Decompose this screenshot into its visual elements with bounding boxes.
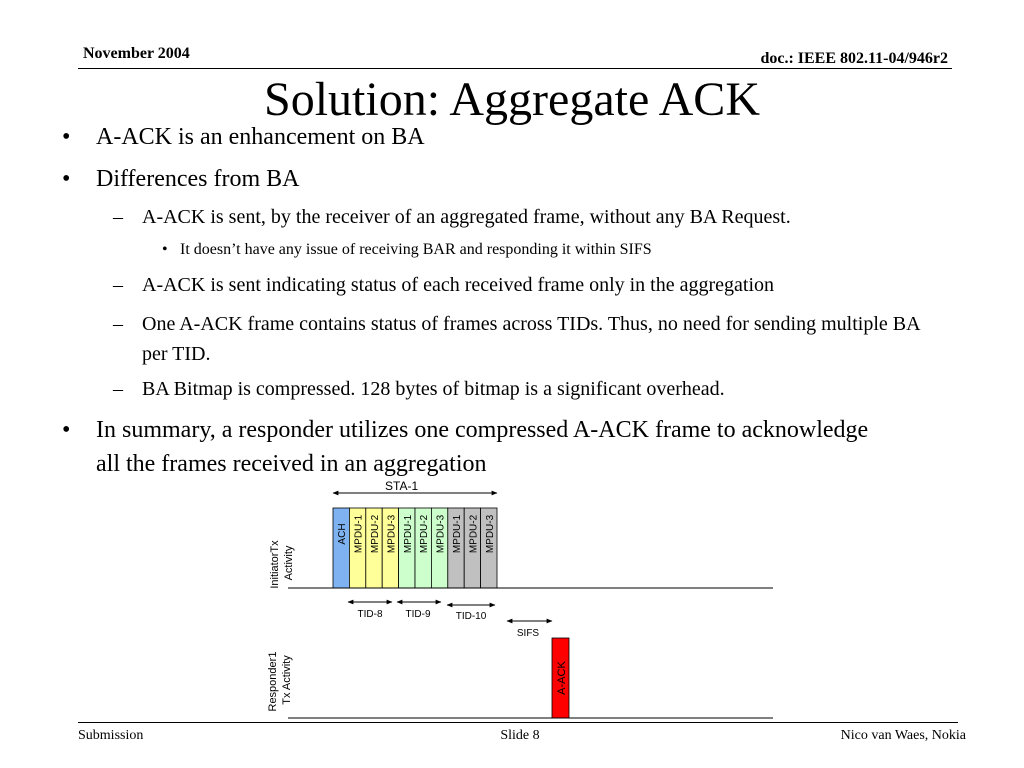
a-ack-label: A-ACK [556,661,568,695]
sub-bullet-marker: – [113,378,123,400]
tid-10-label: TID-10 [456,611,487,622]
sub-bullet-marker: – [113,206,123,228]
footer-author: Nico van Waes, Nokia [840,728,966,743]
sub-sub-bullet-text: It doesn’t have any issue of receiving B… [180,241,652,258]
footer-rule [78,722,958,723]
tid-9-label: TID-9 [406,609,431,620]
bullet-marker: • [62,166,71,192]
sta-label: STA-1 [385,479,418,493]
frame-label: MPDU-3 [386,514,397,553]
sifs-label: SIFS [517,628,540,639]
frame-label: MPDU-3 [436,514,447,553]
sub-bullet-text: A-ACK is sent, by the receiver of an agg… [142,206,791,228]
frame-label: MPDU-2 [370,514,381,553]
bullet-text: In summary, a responder utilizes one com… [96,417,869,477]
slide-title: Solution: Aggregate ACK [264,73,760,126]
tid-8-label: TID-8 [358,609,383,620]
bullet-text: Differences from BA [96,166,300,192]
bullet-marker: • [62,124,71,150]
header-doc-id: doc.: IEEE 802.11-04/946r2 [760,50,948,67]
frame-label: MPDU-2 [419,514,430,553]
frame-label: MPDU-3 [485,514,496,553]
sub-bullet-text: BA Bitmap is compressed. 128 bytes of bi… [142,378,725,400]
frame-label: MPDU-1 [452,514,463,553]
sub-bullet-text: One A-ACK frame contains status of frame… [142,313,920,365]
frame-label: ACH [337,523,348,544]
frame-block [332,507,350,589]
header-rule [78,68,952,69]
frame-label: MPDU-1 [354,514,365,553]
initiator-frame-sequence: ACH MPDU-1 MPDU-2 MPDU-3 MPDU-1 MPDU-2 MPDU-3 M… [332,507,498,589]
footer-slide-number: Slide 8 [500,728,540,743]
sub-bullet-marker: – [113,313,123,335]
sub-sub-bullet-marker: • [162,241,168,258]
bullet-text: A-ACK is an enhancement on BA [96,124,425,150]
frame-label: MPDU-2 [468,514,479,553]
initiator-activity-label: InitiatorTx Activity [269,537,295,588]
frame-label: MPDU-1 [403,514,414,553]
sub-bullet-marker: – [113,274,123,296]
responder-activity-label: Responder1 Tx Activity [267,649,293,712]
sub-bullet-text: A-ACK is sent indicating status of each … [142,274,775,296]
header-date: November 2004 [83,45,190,62]
footer-submission: Submission [78,728,144,743]
aggregate-ack-timing-diagram: STA-1 InitiatorTx Activity Responder1 Tx… [267,479,773,719]
bullet-marker: • [62,417,71,443]
